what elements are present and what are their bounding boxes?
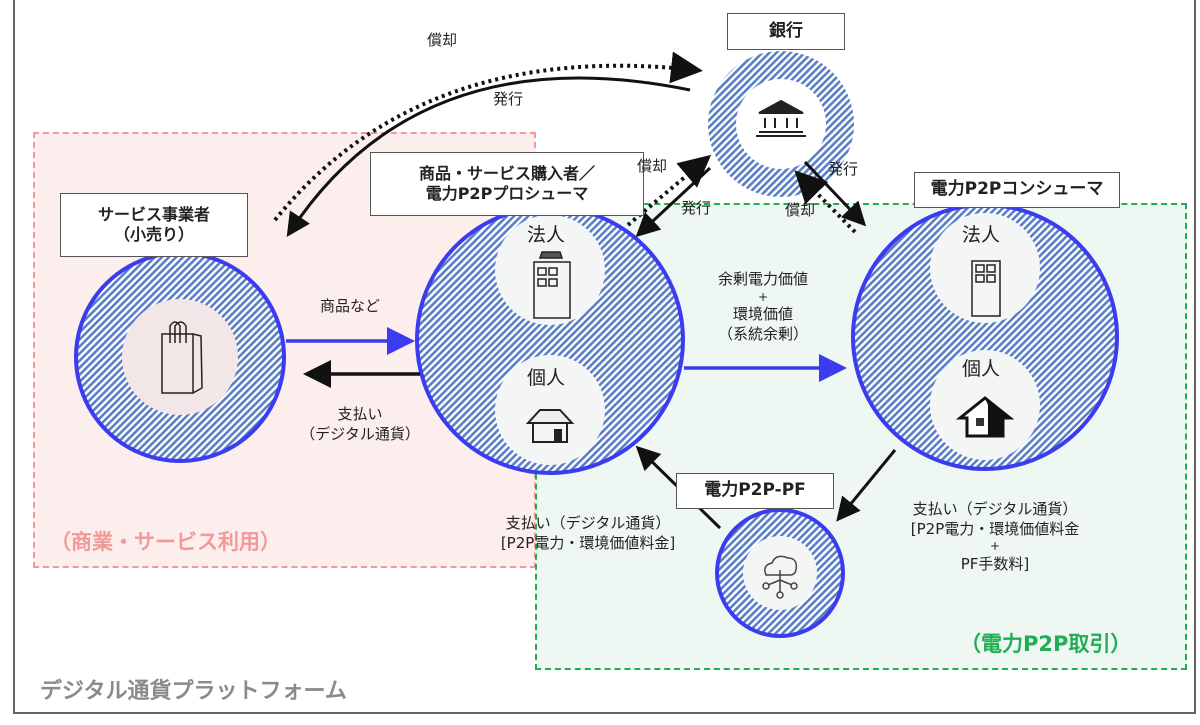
bank-icon	[756, 99, 806, 137]
consumer-label: 電力P2Pコンシューマ	[914, 172, 1120, 208]
p2p-zone-title: （電力P2P取引）	[960, 632, 1132, 656]
consumer-payment-line2: [P2P電力・環境価値料金	[910, 519, 1080, 538]
pf-payment-label: 支払い（デジタル通貨） [P2P電力・環境価値料金]	[468, 514, 708, 553]
consumer-payment-line1: 支払い（デジタル通貨）	[912, 500, 1078, 518]
p2p-platform-label: 電力P2P-PF	[676, 473, 834, 509]
solar-house-icon	[525, 409, 575, 443]
issue-label-consumer: 発行	[828, 160, 859, 178]
building-icon	[971, 260, 1001, 317]
payment-label: 支払い （デジタル通貨）	[280, 405, 440, 444]
consumer-payment-label: 支払い（デジタル通貨） [P2P電力・環境価値料金 + PF手数料]	[885, 500, 1105, 574]
issue-arrow-bank-retailer	[286, 76, 691, 238]
redeem-label-prosumer: 償却	[637, 157, 668, 175]
redeem-label-consumer: 償却	[785, 201, 816, 219]
platform-frame	[13, 0, 1196, 714]
retailer-node[interactable]	[74, 251, 286, 463]
house-icon	[955, 396, 1015, 438]
redeem-arrow-consumer-bank	[794, 170, 857, 234]
redeem-label-top: 償却	[427, 31, 458, 49]
surplus-value-label: 余剰電力価値 + 環境価値 （系統余剰）	[688, 270, 838, 344]
payment-label-line2: （デジタル通貨）	[300, 424, 420, 443]
prosumer-label-line1: 商品・サービス購入者／	[418, 164, 595, 183]
consumer-payment-plus: +	[989, 539, 1001, 553]
commerce-zone-title: （商業・サービス利用）	[50, 530, 281, 554]
consumer-label-text: 電力P2Pコンシューマ	[930, 179, 1104, 200]
retailer-label-line2: （小売り）	[113, 225, 194, 244]
platform-title: デジタル通貨プラットフォーム	[40, 679, 347, 704]
prosumer-corporate-label: 法人	[527, 224, 566, 246]
solar-building-icon	[533, 251, 571, 319]
consumer-payment-arrow-to-pf	[836, 449, 897, 522]
prosumer-label-line2: 電力P2Pプロシューマ	[425, 184, 589, 203]
prosumer-label: 商品・サービス購入者／ 電力P2Pプロシューマ	[370, 152, 644, 216]
consumer-corporate-label: 法人	[962, 224, 1001, 246]
goods-label: 商品など	[320, 297, 381, 315]
issue-label-top: 発行	[493, 90, 524, 108]
retailer-label: サービス事業者 （小売り）	[60, 193, 248, 257]
payment-label-line1: 支払い	[337, 405, 383, 423]
pf-payment-line2: [P2P電力・環境価値料金]	[500, 533, 676, 552]
surplus-line2: 環境価値	[732, 305, 793, 324]
retailer-label-line1: サービス事業者	[97, 205, 210, 224]
p2p-platform-label-text: 電力P2P-PF	[704, 480, 806, 501]
surplus-plus: +	[757, 289, 769, 304]
bank-label-text: 銀行	[769, 20, 803, 41]
surplus-line3: （系統余剰）	[717, 324, 808, 343]
pf-payment-line1: 支払い（デジタル通貨）	[505, 514, 671, 532]
consumer-individual-label: 個人	[962, 358, 1001, 380]
bank-node[interactable]	[708, 51, 854, 197]
issue-label-prosumer: 発行	[681, 199, 712, 217]
cloud-network-icon	[762, 555, 798, 599]
prosumer-node[interactable]	[415, 205, 685, 475]
shopping-bag-icon	[161, 321, 203, 394]
surplus-line1: 余剰電力価値	[717, 270, 808, 288]
redeem-arrow-retailer-bank	[273, 51, 703, 222]
consumer-payment-line3: PF手数料]	[960, 554, 1030, 573]
prosumer-individual-label: 個人	[527, 367, 566, 389]
bank-label: 銀行	[727, 13, 845, 50]
